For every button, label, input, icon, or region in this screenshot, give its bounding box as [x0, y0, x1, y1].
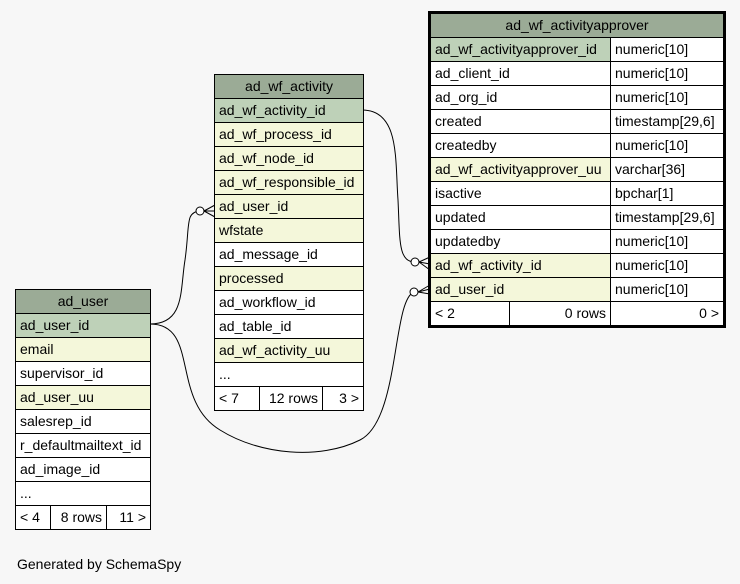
- column-type: numeric[10]: [610, 278, 723, 301]
- table-title[interactable]: ad_wf_activity: [215, 75, 363, 99]
- column-row[interactable]: ad_user_uu: [16, 386, 150, 410]
- column-type: bpchar[1]: [610, 182, 723, 205]
- column-row[interactable]: createdby numeric[10]: [431, 134, 723, 158]
- column-name: ad_org_id: [435, 89, 498, 105]
- column-row[interactable]: processed: [215, 267, 363, 291]
- column-type: numeric[10]: [610, 254, 723, 277]
- column-row[interactable]: created timestamp[29,6]: [431, 110, 723, 134]
- column-name: updatedby: [435, 233, 501, 249]
- children-link[interactable]: 3 >: [339, 390, 359, 406]
- column-name: ad_user_id: [219, 198, 289, 214]
- column-name: ad_wf_activityapprover_id: [435, 41, 597, 57]
- column-name: r_defaultmailtext_id: [20, 437, 142, 453]
- edge-approver-to-activity-origin: [410, 257, 420, 267]
- column-name: ...: [219, 366, 231, 382]
- column-name: ad_workflow_id: [219, 294, 316, 310]
- column-row[interactable]: ad_wf_activityapprover_uu varchar[36]: [431, 158, 723, 182]
- column-name: ad_wf_responsible_id: [219, 174, 355, 190]
- column-name: supervisor_id: [20, 365, 104, 381]
- column-name: ad_wf_process_id: [219, 126, 332, 142]
- column-type: numeric[10]: [610, 134, 723, 157]
- column-name: ad_image_id: [20, 461, 101, 477]
- column-type: timestamp[29,6]: [610, 206, 723, 229]
- column-name: ad_table_id: [219, 318, 292, 334]
- parents-link[interactable]: < 4: [16, 506, 51, 529]
- children-link[interactable]: 0 >: [699, 305, 719, 321]
- column-row[interactable]: ad_image_id: [16, 458, 150, 482]
- column-row[interactable]: salesrep_id: [16, 410, 150, 434]
- edge-activity-to-user-origin: [195, 206, 205, 216]
- table-footer: < 2 0 rows 0 >: [431, 302, 723, 325]
- generated-by-label: Generated by SchemaSpy: [17, 556, 182, 572]
- table-ad-user[interactable]: ad_user ad_user_id email supervisor_id a…: [15, 289, 151, 530]
- column-name: ad_wf_activityapprover_uu: [435, 161, 602, 177]
- row-count: 12 rows: [260, 387, 323, 410]
- column-row[interactable]: ad_wf_activityapprover_id numeric[10]: [431, 38, 723, 62]
- row-count: 0 rows: [510, 302, 611, 325]
- column-row[interactable]: ad_client_id numeric[10]: [431, 62, 723, 86]
- parents-link[interactable]: < 7: [215, 387, 260, 410]
- column-row[interactable]: isactive bpchar[1]: [431, 182, 723, 206]
- column-row[interactable]: ad_org_id numeric[10]: [431, 86, 723, 110]
- edge-approver-to-user-origin: [409, 287, 419, 297]
- column-row[interactable]: ad_wf_node_id: [215, 147, 363, 171]
- column-row[interactable]: ad_wf_activity_uu: [215, 339, 363, 363]
- column-row[interactable]: ...: [215, 363, 363, 387]
- column-row[interactable]: r_defaultmailtext_id: [16, 434, 150, 458]
- column-row[interactable]: ...: [16, 482, 150, 506]
- column-row[interactable]: ad_wf_process_id: [215, 123, 363, 147]
- column-row[interactable]: ad_wf_activity_id numeric[10]: [431, 254, 723, 278]
- column-row[interactable]: email: [16, 338, 150, 362]
- column-name: ad_wf_activity_uu: [219, 342, 331, 358]
- children-link[interactable]: 11 >: [119, 509, 146, 525]
- column-row[interactable]: supervisor_id: [16, 362, 150, 386]
- column-row[interactable]: ad_message_id: [215, 243, 363, 267]
- column-row[interactable]: ad_workflow_id: [215, 291, 363, 315]
- column-row[interactable]: ad_wf_activity_id: [215, 99, 363, 123]
- edge-activity-to-user: [149, 210, 201, 325]
- column-row[interactable]: updated timestamp[29,6]: [431, 206, 723, 230]
- column-type: timestamp[29,6]: [610, 110, 723, 133]
- column-name: salesrep_id: [20, 413, 92, 429]
- column-row[interactable]: ad_user_id: [16, 314, 150, 338]
- row-count: 8 rows: [51, 506, 107, 529]
- column-name: processed: [219, 270, 284, 286]
- column-row[interactable]: ad_user_id: [215, 195, 363, 219]
- column-type: numeric[10]: [610, 62, 723, 85]
- column-name: created: [435, 113, 482, 129]
- table-ad-wf-activity[interactable]: ad_wf_activity ad_wf_activity_id ad_wf_p…: [214, 74, 364, 411]
- column-name: ad_wf_activity_id: [435, 257, 542, 273]
- column-type: varchar[36]: [610, 158, 723, 181]
- table-footer: < 4 8 rows 11 >: [16, 506, 150, 529]
- parents-link[interactable]: < 2: [431, 302, 510, 325]
- table-ad-wf-activityapprover[interactable]: ad_wf_activityapprover ad_wf_activityapp…: [428, 11, 726, 328]
- column-name: ad_user_id: [20, 317, 90, 333]
- column-name: isactive: [435, 185, 482, 201]
- column-name: ...: [20, 485, 32, 501]
- edge-approver-to-activity: [361, 109, 416, 263]
- table-footer: < 7 12 rows 3 >: [215, 387, 363, 410]
- table-title[interactable]: ad_wf_activityapprover: [431, 14, 723, 38]
- column-type: numeric[10]: [610, 38, 723, 61]
- column-name: updated: [435, 209, 486, 225]
- column-name: ad_message_id: [219, 246, 318, 262]
- column-row[interactable]: ad_user_id numeric[10]: [431, 278, 723, 302]
- edge-approver-to-user: [149, 291, 415, 453]
- column-row[interactable]: wfstate: [215, 219, 363, 243]
- column-row[interactable]: updatedby numeric[10]: [431, 230, 723, 254]
- column-name: ad_user_uu: [20, 389, 94, 405]
- column-row[interactable]: ad_wf_responsible_id: [215, 171, 363, 195]
- column-type: numeric[10]: [610, 230, 723, 253]
- column-name: ad_wf_node_id: [219, 150, 314, 166]
- column-name: ad_wf_activity_id: [219, 102, 326, 118]
- column-type: numeric[10]: [610, 86, 723, 109]
- column-name: createdby: [435, 137, 497, 153]
- column-name: email: [20, 341, 54, 357]
- column-name: ad_client_id: [435, 65, 510, 81]
- table-title[interactable]: ad_user: [16, 290, 150, 314]
- column-row[interactable]: ad_table_id: [215, 315, 363, 339]
- edge-activity-to-user-crowfoot: [203, 204, 216, 218]
- column-name: wfstate: [219, 222, 264, 238]
- column-name: ad_user_id: [435, 281, 505, 297]
